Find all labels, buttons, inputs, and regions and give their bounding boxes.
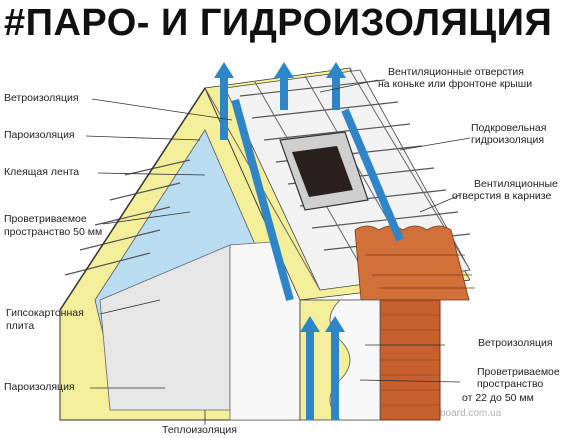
label-ridge-vents-1: Вентиляционные отверстия bbox=[388, 66, 524, 78]
label-vapor-barrier-left: Пароизоляция bbox=[4, 129, 75, 141]
label-eave-vents-2: отверстия в карнизе bbox=[452, 190, 552, 202]
label-eave-vents-1: Вентиляционные bbox=[474, 178, 558, 190]
label-underroof-1: Подкровельная bbox=[471, 122, 547, 134]
label-adhesive-tape: Клеящая лента bbox=[4, 166, 80, 178]
label-vapor-barrier-bottom: Пароизоляция bbox=[4, 381, 75, 393]
label-ventilated-space-right-1: Проветриваемое bbox=[477, 366, 560, 378]
label-wind-barrier-right: Ветроизоляция bbox=[478, 337, 553, 349]
roof-tiles bbox=[354, 225, 475, 301]
label-ventilated-space-left-1: Проветриваемое bbox=[4, 213, 87, 225]
label-gypsum-board-2: плита bbox=[6, 320, 35, 332]
label-gypsum-board-1: Гипсокартонная bbox=[6, 307, 84, 319]
vent-arrows bbox=[214, 62, 346, 420]
roof-window-glass bbox=[292, 146, 353, 197]
label-underroof-2: гидроизоляция bbox=[471, 134, 545, 146]
page-title: #ПАРО- И ГИДРОИЗОЛЯЦИЯ bbox=[4, 2, 553, 44]
label-thermal-insulation: Теплоизоляция bbox=[162, 424, 237, 436]
leader-lines bbox=[85, 79, 471, 425]
label-ventilated-space-right-3: от 22 до 50 мм bbox=[462, 392, 534, 404]
left-battens bbox=[64, 159, 191, 276]
label-wind-barrier-left: Ветроизоляция bbox=[4, 92, 79, 104]
slope-arrows bbox=[231, 98, 404, 302]
label-ridge-vents-2: на коньке или фронтоне крыши bbox=[378, 78, 533, 90]
label-ventilated-space-left-2: пространство 50 мм bbox=[4, 226, 103, 238]
label-ventilated-space-right-2: пространство bbox=[477, 378, 544, 390]
watermark: board.com.ua bbox=[440, 408, 502, 419]
